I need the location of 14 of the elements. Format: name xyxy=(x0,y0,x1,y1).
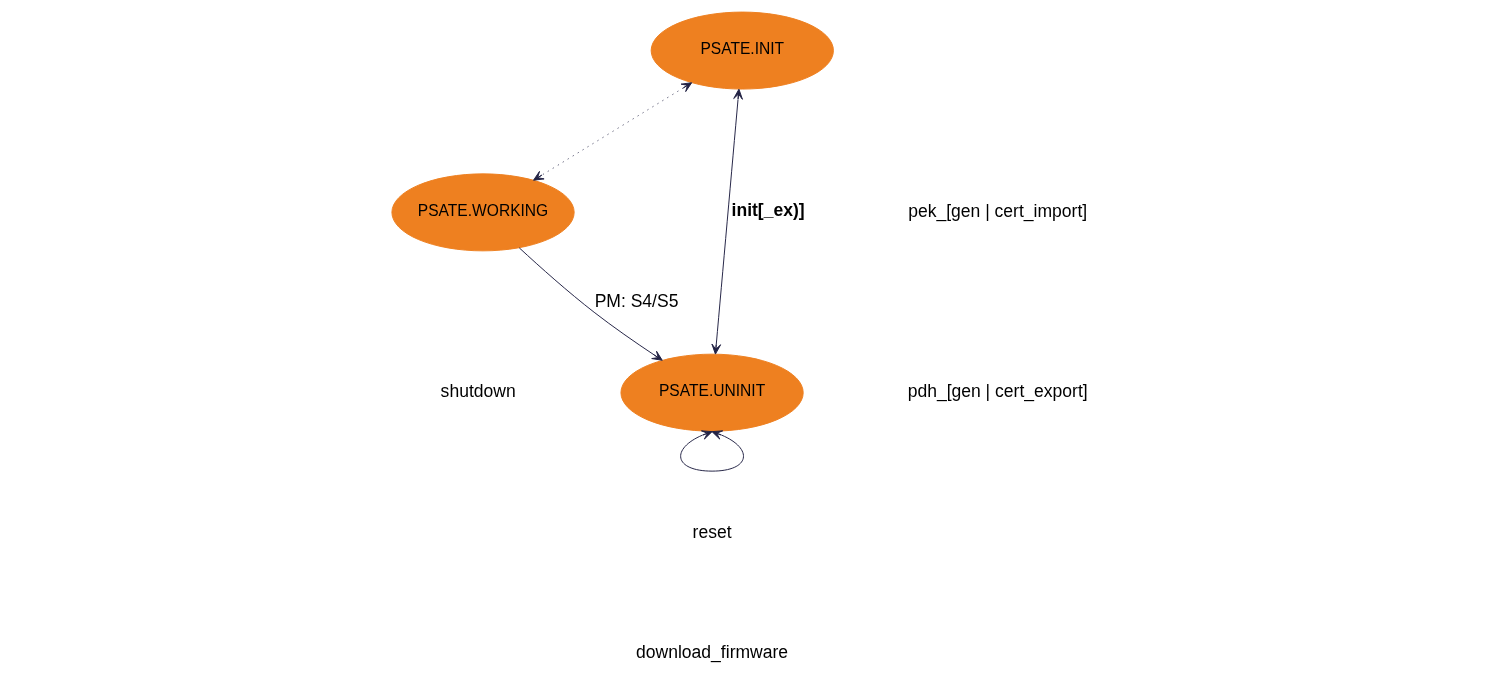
edge-label: init[_ex)] xyxy=(731,199,805,220)
node-ellipse: PSATE.WORKING xyxy=(391,173,575,252)
arrow xyxy=(518,247,663,361)
arrow xyxy=(711,88,743,355)
label: shutdown xyxy=(440,380,516,401)
arrow xyxy=(680,430,744,472)
label: pek_[gen | cert_import] xyxy=(908,200,1088,221)
label: download_firmware xyxy=(636,641,789,662)
node-ellipse: PSATE.UNINIT xyxy=(620,353,804,432)
label: pdh_[gen | cert_export] xyxy=(907,380,1088,401)
node-ellipse: PSATE.INIT xyxy=(650,11,834,90)
edge-label: PM: S4/S5 xyxy=(594,290,679,311)
arrow xyxy=(533,82,693,181)
label: reset xyxy=(692,521,732,542)
